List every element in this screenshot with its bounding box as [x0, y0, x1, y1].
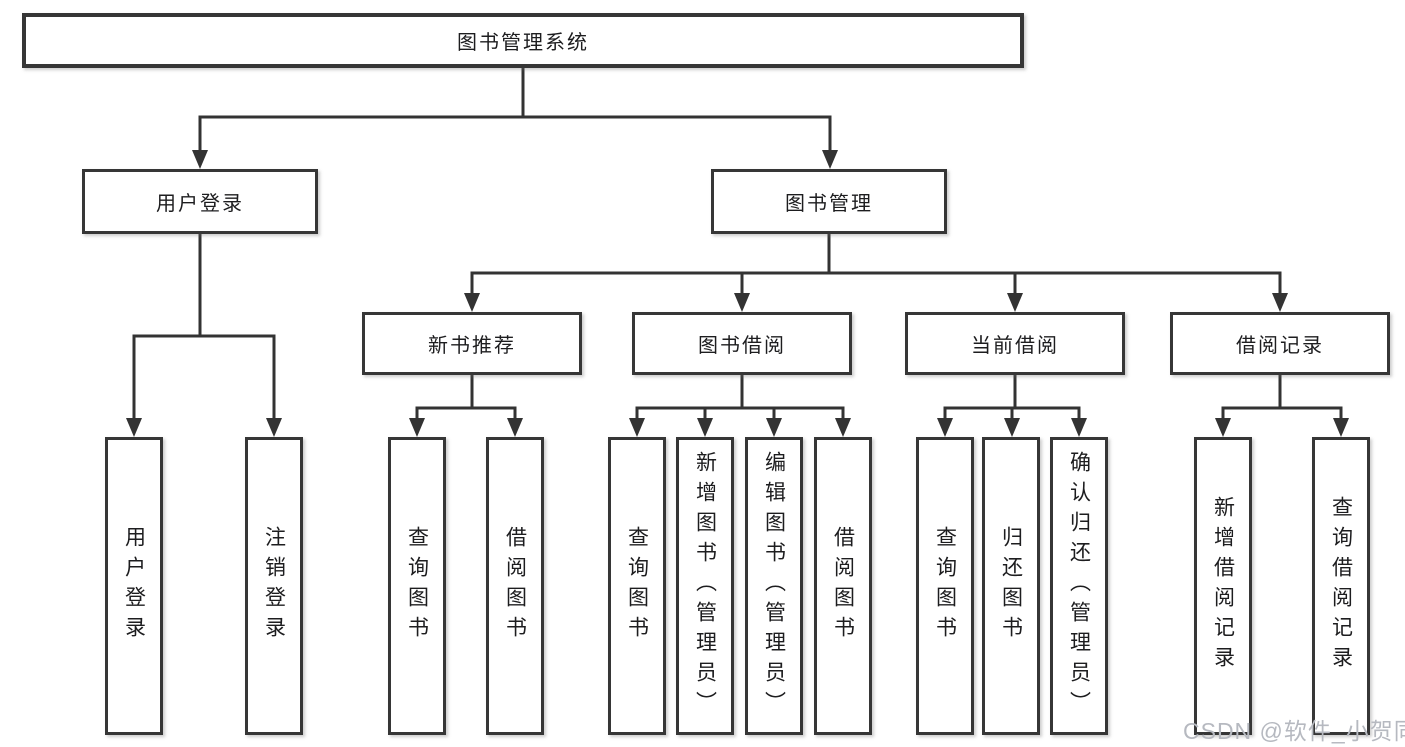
node-new-book-recommend: 新书推荐 — [362, 312, 582, 375]
leaf-borrow-books-borrowing: 借阅图书 — [814, 437, 872, 735]
node-book-management: 图书管理 — [711, 169, 947, 234]
node-current-borrowing: 当前借阅 — [905, 312, 1125, 375]
arrowhead-icons — [126, 150, 1349, 437]
leaf-borrow-books-recommend-label: 借阅图书 — [503, 526, 527, 646]
node-root-label: 图书管理系统 — [457, 32, 589, 54]
node-borrowing-records-label: 借阅记录 — [1236, 335, 1324, 357]
node-book-management-label: 图书管理 — [785, 193, 873, 215]
leaf-edit-book-admin: 编辑图书（管理员） — [745, 437, 803, 735]
leaf-confirm-return-admin: 确认归还（管理员） — [1050, 437, 1108, 735]
leaf-query-books-borrowing-label: 查询图书 — [625, 526, 649, 646]
leaf-edit-book-admin-label: 编辑图书（管理员） — [762, 451, 786, 721]
node-user-login-label: 用户登录 — [156, 193, 244, 215]
leaf-add-borrow-record-label: 新增借阅记录 — [1211, 496, 1235, 676]
leaf-borrow-books-recommend: 借阅图书 — [486, 437, 544, 735]
leaf-add-book-admin-label: 新增图书（管理员） — [693, 451, 717, 721]
node-book-borrowing: 图书借阅 — [632, 312, 852, 375]
watermark: CSDN @软件_小贺同学 — [1183, 718, 1405, 744]
leaf-confirm-return-admin-label: 确认归还（管理员） — [1067, 451, 1091, 721]
leaf-add-book-admin: 新增图书（管理员） — [676, 437, 734, 735]
node-book-borrowing-label: 图书借阅 — [698, 335, 786, 357]
leaf-borrow-books-borrowing-label: 借阅图书 — [831, 526, 855, 646]
leaf-user-login-label: 用户登录 — [122, 526, 146, 646]
leaf-logout-label: 注销登录 — [262, 526, 286, 646]
node-user-login: 用户登录 — [82, 169, 318, 234]
leaf-query-borrow-record: 查询借阅记录 — [1312, 437, 1370, 735]
leaf-query-books-recommend: 查询图书 — [388, 437, 446, 735]
leaf-query-books-borrowing: 查询图书 — [608, 437, 666, 735]
leaf-query-books-recommend-label: 查询图书 — [405, 526, 429, 646]
leaf-user-login: 用户登录 — [105, 437, 163, 735]
node-borrowing-records: 借阅记录 — [1170, 312, 1390, 375]
leaf-return-book: 归还图书 — [982, 437, 1040, 735]
leaf-query-books-current: 查询图书 — [916, 437, 974, 735]
node-root: 图书管理系统 — [22, 13, 1024, 68]
leaf-logout: 注销登录 — [245, 437, 303, 735]
node-new-book-recommend-label: 新书推荐 — [428, 335, 516, 357]
leaf-return-book-label: 归还图书 — [999, 526, 1023, 646]
leaf-query-borrow-record-label: 查询借阅记录 — [1329, 496, 1353, 676]
leaf-add-borrow-record: 新增借阅记录 — [1194, 437, 1252, 735]
node-current-borrowing-label: 当前借阅 — [971, 335, 1059, 357]
leaf-query-books-current-label: 查询图书 — [933, 526, 957, 646]
